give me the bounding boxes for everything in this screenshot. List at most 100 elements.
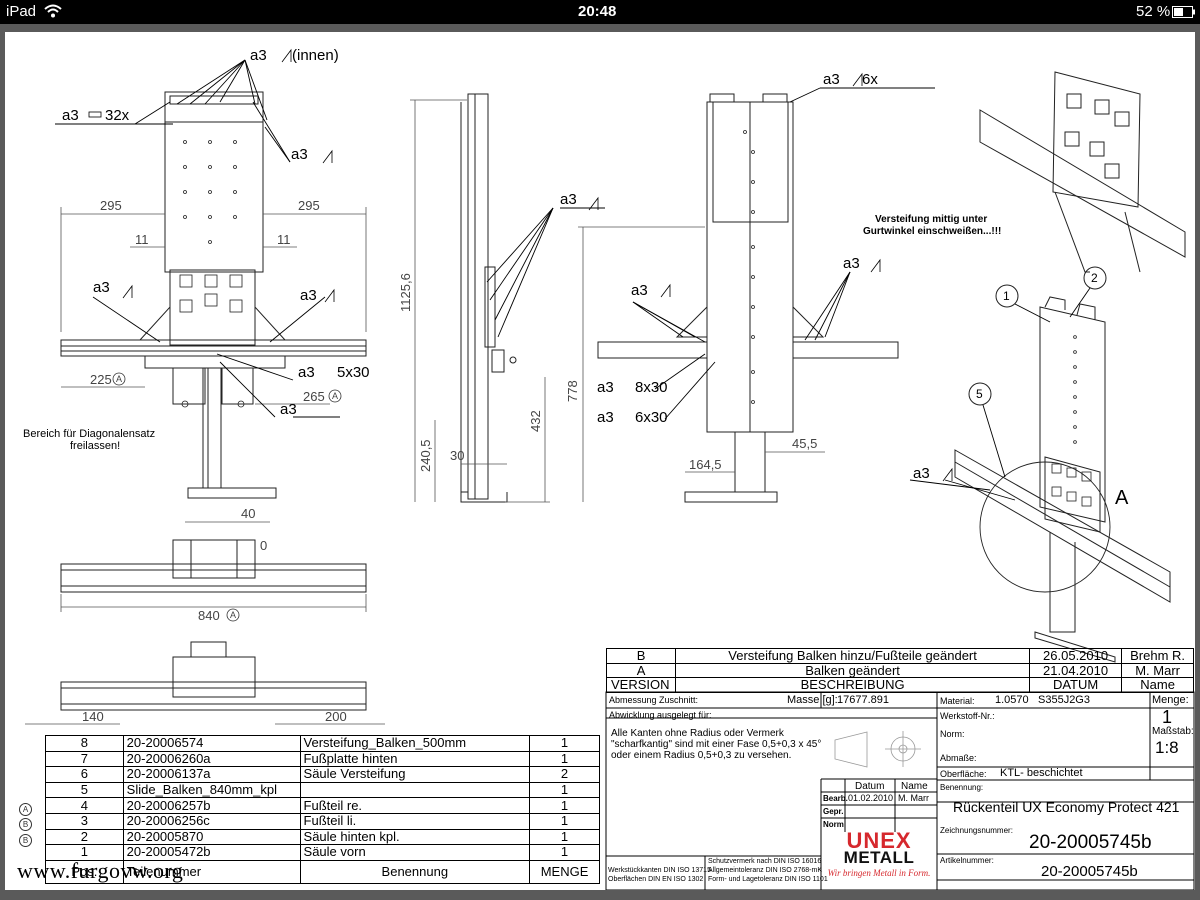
balloon-5: 5 <box>976 387 983 401</box>
balloon-1: 1 <box>1003 289 1010 303</box>
dim-45: 45,5 <box>792 436 817 451</box>
parts-cell-number: 20-20006260a <box>122 750 301 768</box>
dim-30: 30 <box>450 448 464 463</box>
rear-weld-left: a3 <box>631 282 648 299</box>
parts-cell-qty: 1 <box>529 828 600 846</box>
battery-icon <box>1172 6 1195 18</box>
parts-cell-name <box>299 781 531 799</box>
iso-detail-view <box>979 71 1186 273</box>
weld-inner: a3 <box>250 47 267 64</box>
detail-label-a: A <box>1115 487 1129 509</box>
top-view <box>60 539 367 612</box>
parts-cell-pos: 2 <box>45 828 124 846</box>
revision-header: VERSION BESCHREIBUNG DATUM Name <box>605 677 1194 693</box>
iso-weld: a3 <box>913 465 930 482</box>
balloon-2: 2 <box>1091 271 1098 285</box>
dim-40: 40 <box>241 506 255 521</box>
weld-left-mid: a3 <box>93 279 110 296</box>
weld-right-mid: a3 <box>300 287 317 304</box>
revision-row-b: B Versteifung Balken hinzu/Fußteile geän… <box>605 648 1194 664</box>
parts-cell-pos: 4 <box>45 797 124 814</box>
revision-mark: A <box>19 802 45 818</box>
dim-840: 840 <box>198 608 220 623</box>
parts-cell-pos: 3 <box>45 812 124 830</box>
rear-weld-6x: a3 <box>823 71 840 88</box>
weld-top-left: a3 <box>62 107 79 124</box>
revision-mark-circle: A <box>19 802 32 816</box>
front-view <box>55 59 367 523</box>
parts-cell-qty: 1 <box>529 797 600 814</box>
pdf-viewer[interactable]: a3 (innen) a3 32x a3 a3 a3 a3 5x30 a3 a3… <box>0 24 1200 900</box>
parts-cell-name: Fußteil li. <box>299 812 531 830</box>
rear-weld-right: a3 <box>843 255 860 272</box>
revision-mark-circle: B <box>19 818 32 832</box>
wifi-icon <box>44 4 62 18</box>
rear-weld-8x30-count: 8x30 <box>635 379 668 396</box>
weld-right-top: a3 <box>291 146 308 163</box>
revision-mark <box>19 771 45 787</box>
parts-cell-number: 20-20005870 <box>122 828 301 846</box>
revision-mark-circle: B <box>19 833 32 847</box>
parts-cell-name: Fußteil re. <box>299 797 531 814</box>
dim-164: 164,5 <box>689 457 722 472</box>
bottom-view <box>25 641 385 725</box>
side-view <box>410 93 605 503</box>
weld-bottom: a3 <box>280 401 297 418</box>
note-line-1: Bereich für Diagonalensatz <box>23 428 155 440</box>
iso-note-line-1: Versteifung mittig unter <box>875 214 987 225</box>
parts-cell-pos: 7 <box>45 750 124 768</box>
watermark: www.furgovw.org <box>17 858 184 883</box>
parts-cell-name: Fußplatte hinten <box>299 750 531 768</box>
parts-cell-name: Säule Versteifung <box>299 766 531 783</box>
status-bar: iPad 20:48 52 % <box>0 0 1200 24</box>
dim-240: 240,5 <box>418 439 433 472</box>
parts-cell-number: 20-20006257b <box>122 797 301 814</box>
drawing-sheet[interactable]: a3 (innen) a3 32x a3 a3 a3 a3 5x30 a3 a3… <box>5 32 1195 890</box>
top-label-0: 0 <box>260 538 267 553</box>
parts-cell-pos: 5 <box>45 781 124 799</box>
projection-symbol <box>834 731 921 768</box>
dim-225: 225 <box>90 372 112 387</box>
dim-200: 200 <box>325 709 347 724</box>
ref-225-a: A <box>116 374 122 384</box>
revision-row-a: A Balken geändert 21.04.2010 M. Marr <box>605 662 1194 678</box>
device-label: iPad <box>6 3 37 20</box>
parts-cell-qty: 2 <box>529 766 600 783</box>
ref-265-a: A <box>332 391 338 401</box>
parts-cell-pos: 6 <box>45 766 124 783</box>
revision-table: B Versteifung Balken hinzu/Fußteile geän… <box>605 648 1194 693</box>
parts-cell-qty: 1 <box>529 844 600 861</box>
revision-mark: B <box>19 833 45 849</box>
unex-metall-logo: UNEX METALL Wir bringen Metall in Form. <box>827 828 931 879</box>
parts-cell-qty: 1 <box>529 781 600 799</box>
rear-weld-6x-count: 6x <box>862 71 878 88</box>
parts-cell-number: Slide_Balken_840mm_kpl <box>122 781 301 799</box>
weld-top-left-count: 32x <box>105 107 130 124</box>
revision-mark <box>19 786 45 802</box>
parts-header-number: Teilenummer <box>122 859 301 884</box>
revision-mark <box>19 755 45 771</box>
dim-295-right: 295 <box>298 198 320 213</box>
dim-11-left: 11 <box>135 232 149 247</box>
parts-header-qty: MENGE <box>529 859 600 884</box>
dim-1125: 1125,6 <box>398 273 413 312</box>
parts-cell-name: Versteifung_Balken_500mm <box>299 735 531 752</box>
parts-cell-name: Säule hinten kpl. <box>299 828 531 846</box>
note-line-2: freilassen! <box>70 440 120 452</box>
side-weld: a3 <box>560 191 577 208</box>
weld-5x30: a3 <box>298 364 315 381</box>
clock: 20:48 <box>578 3 617 20</box>
weld-5x30-count: 5x30 <box>337 364 370 381</box>
battery-percent: 52 % <box>1136 3 1171 20</box>
dim-11-right: 11 <box>277 232 291 247</box>
dim-432: 432 <box>528 410 543 432</box>
revision-mark: B <box>19 817 45 833</box>
